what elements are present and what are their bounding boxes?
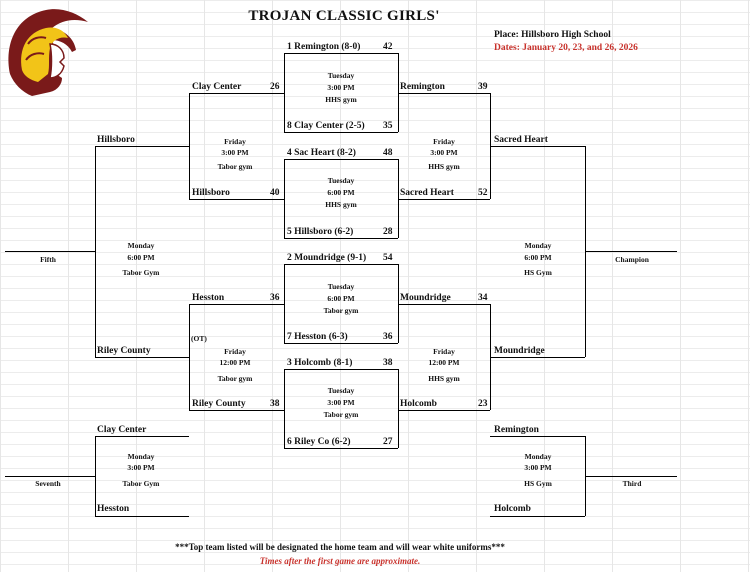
game-venue: HHS gym [428, 374, 460, 383]
game-day: Tuesday [327, 176, 355, 185]
score: 39 [478, 82, 488, 92]
team-label: Moundridge [400, 293, 451, 303]
score: 27 [383, 437, 393, 447]
game-time: 3:00 PM [221, 148, 249, 157]
score: 36 [270, 293, 280, 303]
team-label: 3 Holcomb (8-1) [287, 358, 353, 368]
game-time: 6:00 PM [524, 253, 552, 262]
game-day: Friday [224, 137, 246, 146]
score: 28 [383, 227, 393, 237]
game-time: 12:00 PM [219, 358, 251, 367]
team-label: 1 Remington (8-0) [287, 42, 361, 52]
score: 38 [270, 399, 280, 409]
score: 26 [270, 82, 280, 92]
team-label: 5 Hillsboro (6-2) [287, 227, 354, 237]
game-time: 3:00 PM [430, 148, 458, 157]
placement-label: Third [622, 479, 642, 488]
game-day: Tuesday [327, 71, 355, 80]
score: 48 [383, 148, 393, 158]
game-time: 6:00 PM [127, 253, 155, 262]
game-venue: Tabor gym [217, 162, 253, 171]
team-label: Hillsboro [192, 188, 230, 198]
team-label: 6 Riley Co (6-2) [287, 437, 351, 447]
team-label: 7 Hesston (6-3) [287, 332, 348, 342]
team-label: Riley County [192, 399, 246, 409]
game-venue: HS Gym [524, 479, 552, 488]
score: 52 [478, 188, 488, 198]
game-time: 3:00 PM [327, 398, 355, 407]
score: 42 [383, 42, 393, 52]
placement-label: Seventh [35, 479, 61, 488]
trojan-helmet-icon [8, 9, 88, 96]
team-label: Moundridge [494, 346, 545, 356]
score: 34 [478, 293, 488, 303]
team-label: Sacred Heart [400, 188, 454, 198]
game-time: 6:00 PM [327, 294, 355, 303]
place-text: Place: Hillsboro High School [494, 30, 611, 40]
score: 23 [478, 399, 488, 409]
game-venue: HS Gym [524, 268, 552, 277]
game-day: Monday [524, 241, 552, 250]
game-day: Monday [127, 452, 155, 461]
team-label: Riley County [97, 346, 151, 356]
game-venue: Tabor Gym [122, 479, 160, 488]
team-label: Hillsboro [97, 135, 135, 145]
game-day: Friday [433, 347, 455, 356]
placement-label: Fifth [40, 255, 56, 264]
team-label: Clay Center [97, 425, 147, 435]
placement-label: Champion [615, 255, 649, 264]
game-venue: HHS gym [325, 200, 357, 209]
game-venue: Tabor Gym [122, 268, 160, 277]
overtime-note: (OT) [191, 334, 207, 343]
team-label: Holcomb [400, 399, 437, 409]
score: 35 [383, 121, 393, 131]
dates-text: Dates: January 20, 23, and 26, 2026 [494, 43, 638, 53]
team-label: Remington [494, 425, 539, 435]
home-team-note: ***Top team listed will be designated th… [175, 542, 505, 552]
game-venue: HHS gym [428, 162, 460, 171]
team-label: Hesston [97, 504, 130, 514]
score: 38 [383, 358, 393, 368]
game-time: 3:00 PM [127, 463, 155, 472]
team-label: Holcomb [494, 504, 531, 514]
game-day: Tuesday [327, 386, 355, 395]
game-venue: Tabor gym [323, 306, 359, 315]
game-day: Monday [524, 452, 552, 461]
team-label: Hesston [192, 293, 225, 303]
page-title: TROJAN CLASSIC GIRLS' [248, 8, 440, 24]
team-label: Remington [400, 82, 445, 92]
game-day: Monday [127, 241, 155, 250]
team-label: 8 Clay Center (2-5) [287, 121, 365, 131]
game-venue: Tabor gym [323, 410, 359, 419]
game-time: 3:00 PM [524, 463, 552, 472]
approximate-times-note: Times after the first game are approxima… [259, 556, 421, 566]
game-time: 3:00 PM [327, 83, 355, 92]
score: 36 [383, 332, 393, 342]
game-time: 6:00 PM [327, 188, 355, 197]
game-day: Friday [224, 347, 246, 356]
game-day: Friday [433, 137, 455, 146]
score: 54 [383, 253, 393, 263]
game-time: 12:00 PM [428, 358, 460, 367]
team-label: Clay Center [192, 82, 242, 92]
score: 40 [270, 188, 280, 198]
game-venue: HHS gym [325, 95, 357, 104]
team-label: Sacred Heart [494, 135, 548, 145]
game-venue: Tabor gym [217, 374, 253, 383]
team-label: 2 Moundridge (9-1) [287, 253, 367, 263]
game-day: Tuesday [327, 282, 355, 291]
team-label: 4 Sac Heart (8-2) [287, 148, 356, 158]
